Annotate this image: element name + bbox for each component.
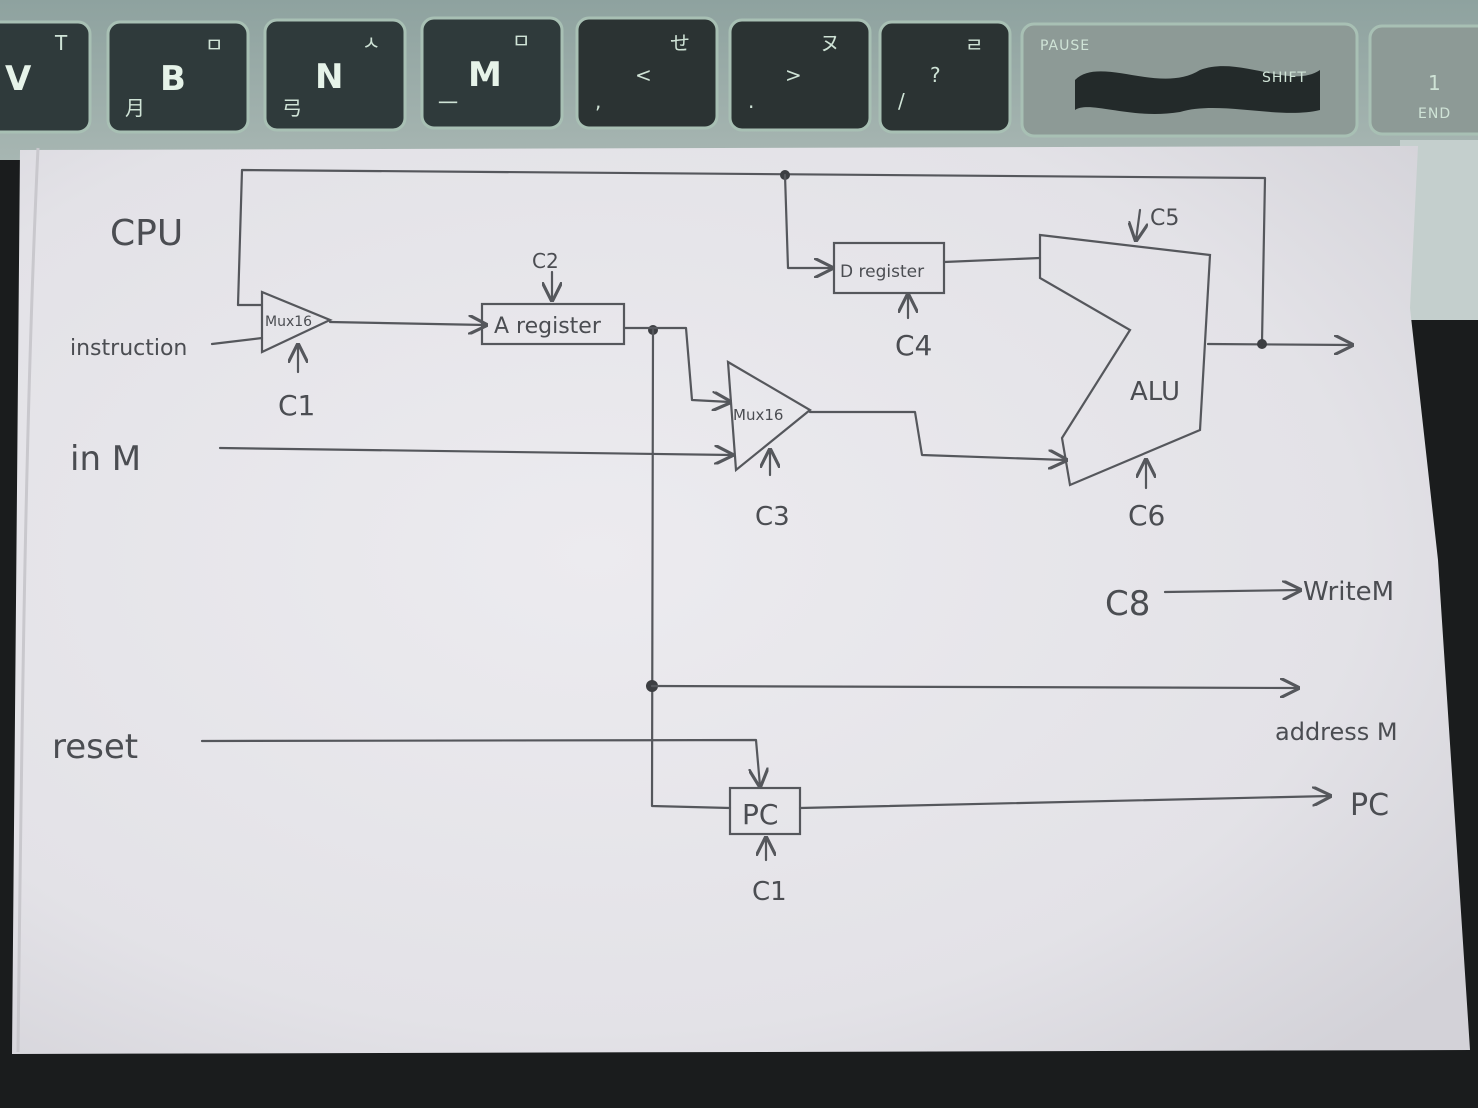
cpu-title: CPU	[110, 213, 183, 254]
control-c6: C6	[1128, 499, 1165, 532]
wire-alu-out	[1208, 344, 1352, 345]
control-c2: C2	[532, 249, 559, 273]
pc-register-label: PC	[742, 798, 778, 831]
control-c4: C4	[895, 329, 932, 362]
svg-text:ヌ: ヌ	[820, 31, 840, 55]
control-c5: C5	[1150, 206, 1179, 231]
svg-text:PAUSE: PAUSE	[1040, 38, 1090, 54]
key-shift: SHIFT PAUSE	[1022, 24, 1357, 136]
svg-text:ㅁ: ㅁ	[512, 29, 530, 53]
mux1-label: Mux16	[265, 314, 312, 330]
svg-text:M: M	[468, 55, 502, 95]
input-instruction-label: instruction	[70, 336, 187, 361]
key-slash: ? ㄹ /	[880, 22, 1010, 132]
junction-alu-out	[1257, 339, 1267, 349]
paper-sheet	[12, 146, 1470, 1054]
svg-text:/: /	[898, 89, 905, 113]
key-end: 1 END	[1370, 26, 1478, 134]
svg-text:弓: 弓	[282, 96, 302, 120]
svg-text:?: ?	[930, 63, 941, 87]
svg-text:B: B	[160, 59, 186, 99]
mux2-label: Mux16	[733, 406, 783, 424]
svg-text:,: ,	[595, 89, 601, 113]
svg-text:.: .	[748, 89, 754, 113]
svg-text:ㅅ: ㅅ	[362, 31, 380, 55]
input-inM-label: in M	[70, 439, 141, 479]
svg-text:T: T	[54, 31, 68, 55]
key-m: M ㅁ 一	[422, 18, 562, 128]
svg-text:SHIFT: SHIFT	[1262, 70, 1307, 86]
output-addressM-label: address M	[1275, 718, 1398, 746]
control-c1-mux: C1	[278, 389, 315, 422]
svg-text:V: V	[5, 59, 32, 99]
svg-text:<: <	[635, 63, 652, 87]
svg-text:一: 一	[438, 91, 458, 115]
key-n: N ㅅ 弓	[265, 20, 405, 130]
key-b: B ㅁ 月	[108, 22, 248, 132]
svg-text:N: N	[315, 57, 343, 97]
svg-text:>: >	[785, 63, 802, 87]
svg-text:1: 1	[1428, 71, 1441, 95]
control-c1-pc: C1	[752, 877, 787, 907]
control-c8: C8	[1105, 584, 1150, 624]
d-register-label: D register	[840, 262, 924, 282]
svg-text:ㅁ: ㅁ	[205, 33, 223, 57]
key-period: > ヌ .	[730, 20, 870, 130]
key-comma: < せ ,	[577, 18, 717, 128]
control-c3: C3	[755, 502, 790, 532]
key-v: V T	[0, 22, 90, 132]
svg-text:せ: せ	[670, 31, 690, 55]
alu-label: ALU	[1130, 377, 1180, 407]
input-reset-label: reset	[52, 727, 138, 767]
output-pc-label: PC	[1350, 788, 1389, 823]
a-register-label: A register	[494, 314, 602, 339]
svg-text:ㄹ: ㄹ	[965, 33, 983, 57]
svg-text:月: 月	[125, 96, 145, 120]
output-writeM-label: WriteM	[1303, 577, 1394, 607]
svg-text:END: END	[1418, 106, 1451, 122]
